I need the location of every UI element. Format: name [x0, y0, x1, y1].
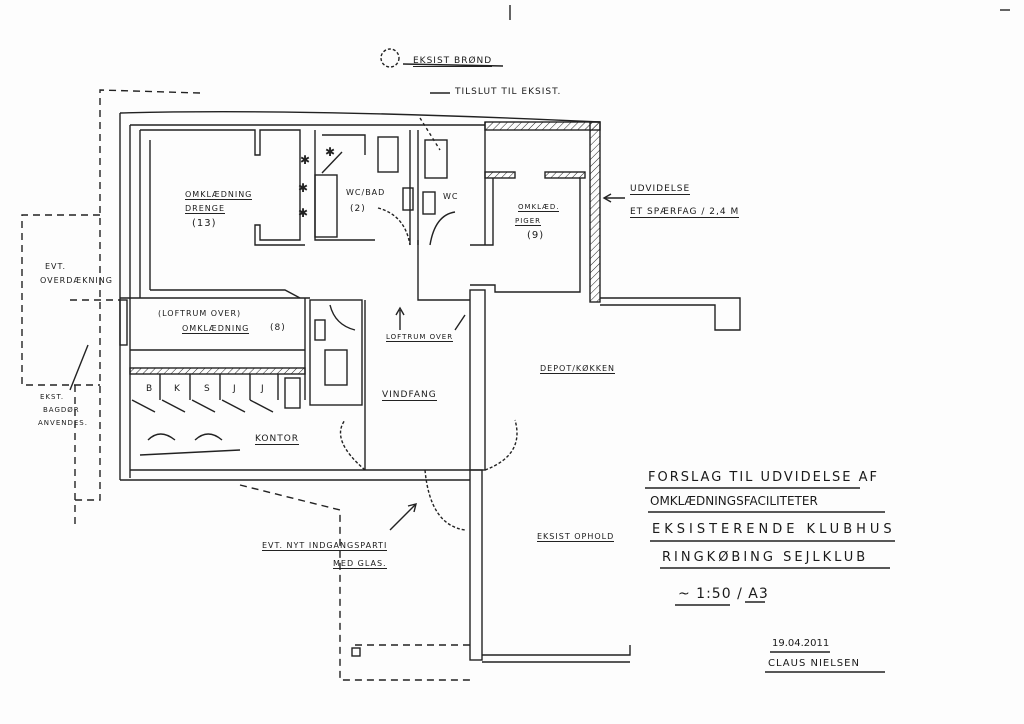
locker-label: J	[261, 384, 265, 394]
existing-wall-east	[600, 297, 741, 331]
wall	[140, 129, 305, 246]
connection-line	[419, 117, 441, 151]
label-canopy-evt: EVT.	[45, 262, 67, 271]
label-boys-count: (13)	[192, 218, 217, 229]
wall	[314, 130, 375, 241]
chair-icon	[147, 433, 176, 441]
wall	[322, 134, 366, 155]
svg-text:✱: ✱	[300, 153, 310, 167]
wall	[417, 240, 470, 301]
sink-icon	[402, 187, 414, 211]
title-line-3: EKSISTERENDE KLUBHUS	[652, 522, 896, 537]
label-canopy: OVERDÆKNING	[40, 276, 113, 285]
desk	[139, 449, 241, 456]
locker-label: J	[233, 384, 237, 394]
label-wc-bath: WC/BAD	[346, 188, 386, 197]
label-boys-changing: OMKLÆDNING	[185, 190, 253, 200]
label-existing-lounge: EKSIST OPHOLD	[537, 532, 615, 542]
label-extension: UDVIDELSE	[630, 184, 691, 195]
label-entrance-2: MED GLAS.	[333, 559, 387, 569]
label-girls: PIGER	[515, 217, 541, 226]
toilet-icon	[424, 139, 448, 179]
label-back-door-1: EKST.	[40, 393, 65, 401]
title-line-2: OMKLÆDNINGSFACILITETER	[650, 494, 818, 508]
locker-label: B	[146, 384, 154, 394]
title-line-4: RINGKØBING SEJLKLUB	[662, 550, 869, 565]
window	[119, 299, 128, 346]
wall	[544, 171, 586, 179]
bench	[314, 174, 338, 238]
locker-label: S	[204, 384, 211, 394]
svg-text:✱: ✱	[298, 181, 308, 195]
label-porch: VINDFANG	[382, 390, 437, 401]
label-loft-changing-count: (8)	[270, 323, 286, 333]
label-wc-bath-count: (2)	[350, 204, 366, 214]
label-extension-size: ET SPÆRFAG / 2,4 M	[630, 207, 740, 218]
wall	[129, 367, 306, 375]
dashed-proposal-outlines	[21, 89, 470, 681]
label-boys: DRENGE	[185, 204, 226, 214]
chair-icon	[194, 433, 223, 441]
label-girls-count: (9)	[527, 230, 545, 241]
label-back-door-2: BAGDØR	[43, 406, 80, 414]
wall	[469, 289, 486, 471]
wall	[484, 171, 516, 179]
toilet-icon	[324, 349, 348, 386]
toilet-icon	[377, 136, 399, 173]
post-marker	[351, 647, 361, 657]
drawing-author: CLAUS NIELSEN	[768, 658, 860, 669]
extension-wall-right	[589, 121, 601, 303]
outer-walls	[119, 110, 601, 481]
door-swing	[429, 211, 456, 246]
lockers	[131, 374, 301, 413]
label-loft-over: LOFTRUM OVER	[386, 333, 454, 342]
title-line-1: FORSLAG TIL UDVIDELSE AF	[648, 470, 880, 485]
label-back-door-3: ANVENDES.	[38, 419, 88, 427]
label-connect-existing: TILSLUT TIL EKSIST.	[455, 87, 562, 97]
svg-text:✱: ✱	[325, 145, 335, 159]
label-girls-changing: OMKLÆD.	[518, 203, 560, 212]
label-depot-kitchen: DEPOT/KØKKEN	[540, 364, 615, 374]
door-swing	[484, 419, 518, 471]
svg-text:✱: ✱	[298, 206, 308, 220]
title-underlines	[645, 487, 895, 673]
label-loft-above: (LOFTRUM OVER)	[158, 309, 242, 318]
sink-icon	[314, 319, 326, 341]
wall	[470, 178, 494, 246]
drawing-scale: ~ 1:50 / A3	[678, 586, 769, 602]
label-wc: WC	[443, 192, 459, 201]
locker-label: K	[174, 384, 181, 394]
well-label-underline	[402, 63, 504, 67]
wall	[150, 289, 301, 299]
label-loft-changing: OMKLÆDNING	[182, 324, 250, 334]
arrow-icons	[69, 92, 625, 531]
extension-wall-top	[484, 121, 601, 131]
label-office: KONTOR	[255, 434, 300, 445]
wall	[470, 178, 581, 293]
door-swing	[329, 304, 356, 331]
label-entrance-1: EVT. NYT INDGANGSPARTI	[262, 541, 388, 551]
bathroom	[309, 299, 363, 406]
existing-wall	[469, 469, 483, 661]
door-swing	[339, 419, 366, 471]
drawing-date: 19.04.2011	[772, 638, 830, 649]
well-icon	[380, 48, 400, 68]
label-existing-well: EKSIST BRØND	[413, 56, 493, 67]
door-swing	[424, 469, 466, 531]
existing-wall	[482, 645, 631, 656]
sink-icon	[422, 191, 436, 215]
shower-door	[321, 151, 343, 174]
door-swing	[377, 207, 411, 246]
